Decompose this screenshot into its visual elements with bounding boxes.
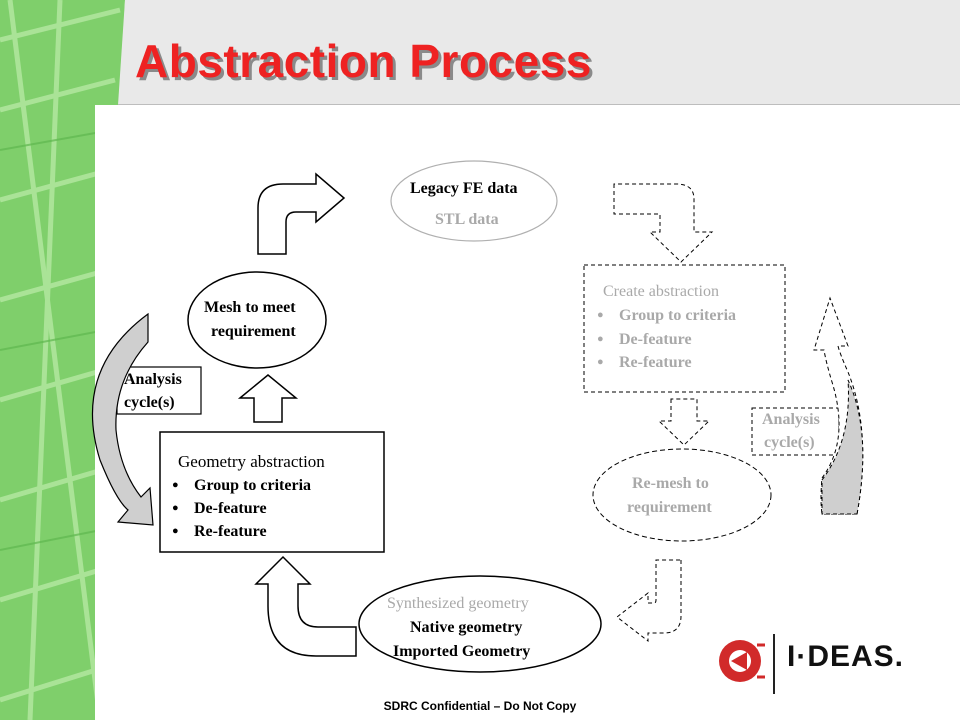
dashed-arrow-legacy-to-create xyxy=(613,183,714,263)
create-item: Re-feature xyxy=(597,351,692,374)
curved-arrow-analysis-left xyxy=(91,312,154,526)
mesh-label-2: requirement xyxy=(211,323,296,340)
legacy-data-ellipse xyxy=(390,160,558,242)
synth-label-3: Imported Geometry xyxy=(393,643,531,660)
mesh-label-1: Mesh to meet xyxy=(204,299,296,316)
create-item: De-feature xyxy=(597,328,692,351)
create-heading: Create abstraction xyxy=(603,283,719,300)
dashed-arrow-create-to-remesh xyxy=(657,398,711,446)
analysis-right-label-2: cycle(s) xyxy=(764,434,815,451)
geometry-item: Group to criteria xyxy=(172,474,311,497)
mesh-ellipse xyxy=(187,271,327,369)
create-item: Group to criteria xyxy=(597,304,736,327)
ideas-logo-text: I·DEAS. xyxy=(787,640,905,673)
legacy-label-2: STL data xyxy=(435,211,499,228)
analysis-left-label-1: Analysis xyxy=(124,371,182,388)
analysis-left-box xyxy=(116,366,202,415)
dashed-curved-arrow-analysis-right-fill xyxy=(821,379,864,515)
synth-ellipse xyxy=(358,575,602,673)
analysis-right-box xyxy=(751,407,840,456)
ideas-logo-icon xyxy=(719,634,775,694)
footer-confidential: SDRC Confidential – Do Not Copy xyxy=(383,699,577,713)
analysis-right-label-1: Analysis xyxy=(762,411,820,428)
curved-arrow-synth-to-geometry xyxy=(254,555,357,657)
curved-arrow-mesh-to-legacy xyxy=(257,172,346,255)
geometry-item: De-feature xyxy=(172,497,267,520)
slide-title: Abstraction Process xyxy=(135,35,592,87)
synth-label-2: Native geometry xyxy=(410,619,523,636)
remesh-label-2: requirement xyxy=(627,499,712,516)
remesh-label-1: Re-mesh to xyxy=(632,475,709,492)
synth-label-1: Synthesized geometry xyxy=(387,595,529,612)
geometry-item: Re-feature xyxy=(172,520,267,543)
dashed-arrow-remesh-to-synth xyxy=(616,559,682,643)
remesh-ellipse xyxy=(592,448,772,542)
geometry-heading: Geometry abstraction xyxy=(178,452,325,471)
analysis-left-label-2: cycle(s) xyxy=(124,394,175,411)
up-arrow-geometry-to-mesh xyxy=(237,374,299,423)
legacy-label-1: Legacy FE data xyxy=(410,180,518,197)
